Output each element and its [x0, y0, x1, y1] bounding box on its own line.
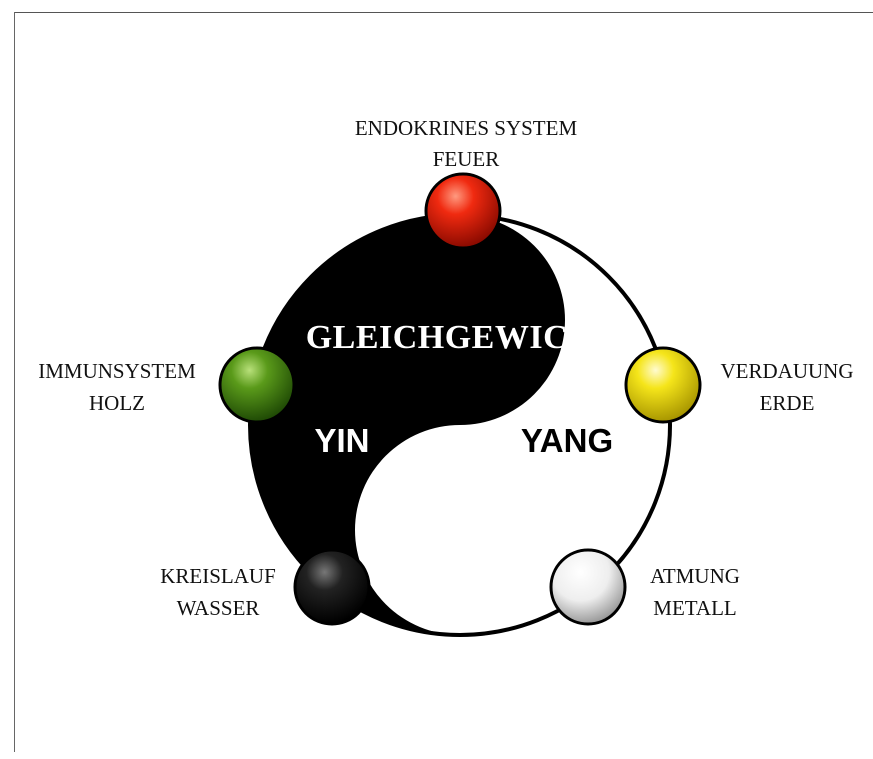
- left-element-label: HOLZ: [89, 391, 145, 415]
- yang-label: YANG: [521, 422, 613, 459]
- center-title: GLEICHGEWICHT: [306, 319, 619, 356]
- bottom-left-element-label: WASSER: [177, 596, 260, 620]
- metal-ball: [549, 548, 627, 626]
- yin-yang-symbol: [248, 213, 672, 637]
- right-element-label: ERDE: [760, 391, 815, 415]
- bottom-right-system-label: ATMUNG: [650, 564, 740, 588]
- fire-ball: [424, 172, 502, 250]
- top-system-label: ENDOKRINES SYSTEM: [355, 116, 578, 140]
- frame-left-border: [14, 12, 15, 752]
- left-system-label: IMMUNSYSTEM: [38, 359, 196, 383]
- bottom-left-system-label: KREISLAUF: [160, 564, 276, 588]
- earth-ball: [624, 346, 702, 424]
- frame-top-border: [14, 12, 873, 13]
- bottom-right-element-label: METALL: [653, 596, 736, 620]
- water-ball: [293, 548, 371, 626]
- wood-ball: [218, 346, 296, 424]
- top-element-label: FEUER: [433, 147, 500, 171]
- right-system-label: VERDAUUNG: [721, 359, 854, 383]
- yin-label: YIN: [314, 422, 369, 459]
- yin-half: [250, 215, 565, 635]
